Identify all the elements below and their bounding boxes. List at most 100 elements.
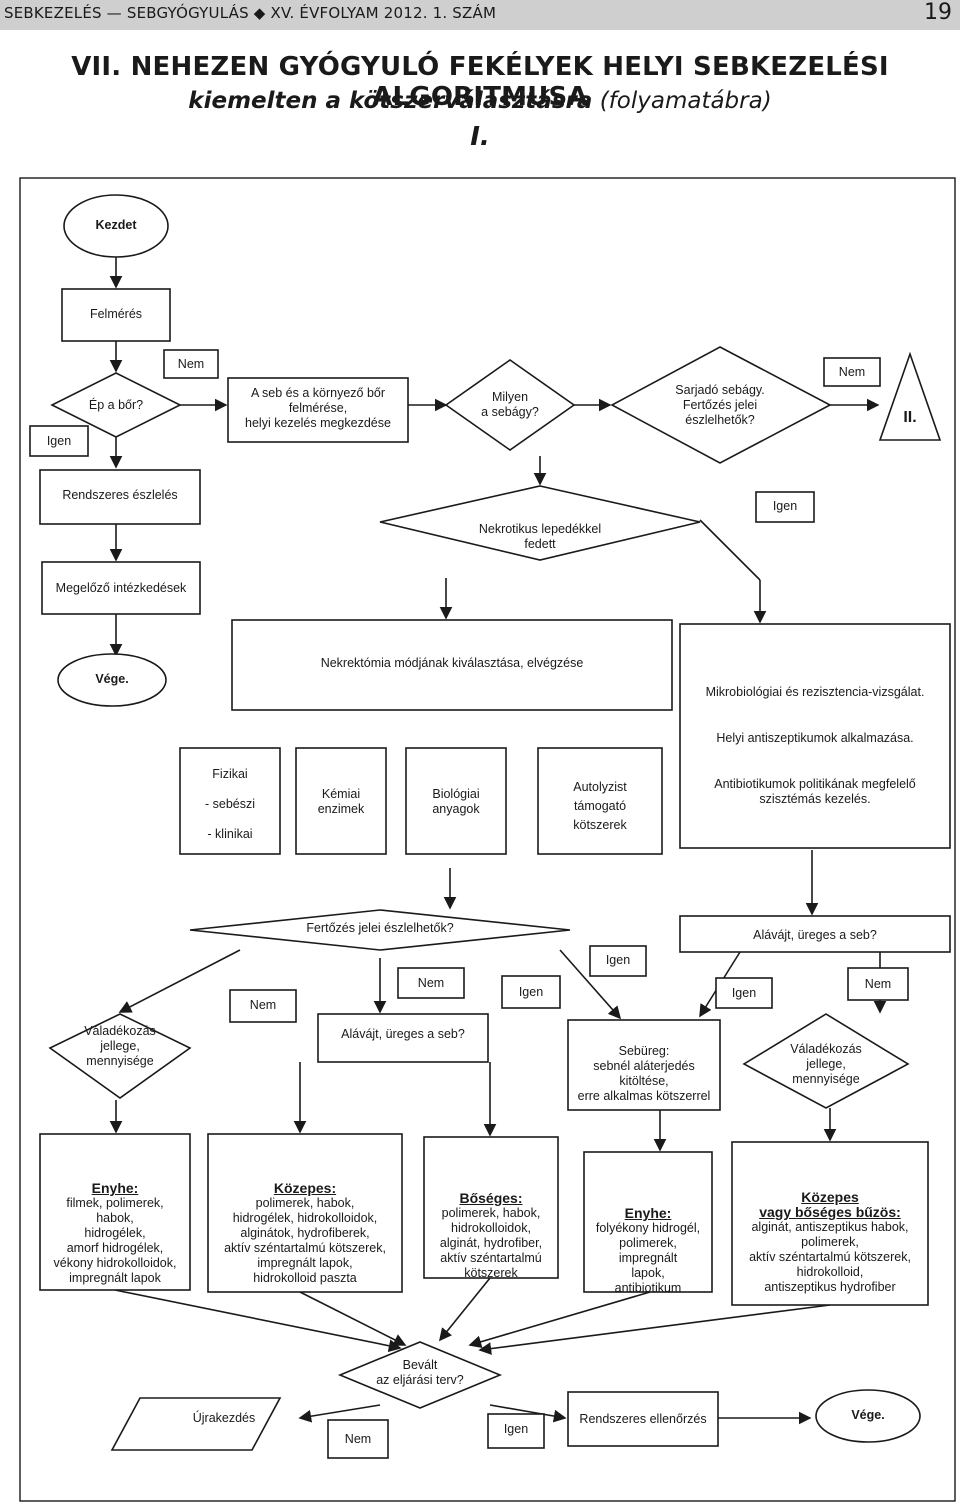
mild-infected-dressing-box: [583, 1151, 713, 1293]
yes-necrotic-label-box: [755, 491, 815, 523]
physical-method-label: Fizikai - sebészi - klinikai: [204, 767, 256, 841]
surrounding-skin-label: A seb és a környező bőr felmérése, helyi…: [245, 386, 391, 430]
running-title: SEBKEZELÉS — SEBGYÓGYULÁS ◆ XV. ÉVFOLYAM…: [4, 4, 497, 22]
no-right-label-box: [823, 357, 881, 387]
assessment-label: Felmérés: [89, 307, 143, 321]
intact-skin-decision: [50, 372, 182, 438]
autolytic-method-box: [537, 747, 663, 855]
start-label: Kezdet: [95, 218, 137, 232]
antiseptics-label: Helyi antiszeptikumok alkalmazása.: [716, 731, 914, 745]
yes-left-label: Igen: [46, 434, 72, 448]
autolytic-method-label: Autolyzist támogató kötszerek: [573, 780, 627, 832]
granulating-decision: [610, 346, 832, 464]
undermined-mid-box: [317, 1013, 489, 1063]
no-bottom-label-box: [327, 1419, 389, 1459]
restart-label: Újrakezdés: [192, 1411, 256, 1425]
microbiology-label: Mikrobiológiai és rezisztencia-vizsgálat…: [705, 685, 925, 699]
mild-infected-dressing-list: folyékony hidrogél, polimerek, impregnál…: [595, 1221, 701, 1295]
end-label-bottom: Vége.: [851, 1408, 885, 1422]
mild-infected-dressing-heading: Enyhe:: [624, 1205, 672, 1221]
chemical-method-box: [295, 747, 387, 855]
undermined-right-box: [679, 915, 951, 953]
start-node: [63, 194, 169, 258]
foul-dressing-text: Közepes vagy bőséges bűzös:alginát, anti…: [732, 1175, 928, 1295]
yes-left-label-box: [29, 425, 89, 457]
infection-question-label: Fertőzés jelei észlelhetők?: [306, 921, 454, 935]
exudate-left-decision: [48, 1013, 192, 1099]
necrectomy-label: Nekrektómia módjának kiválasztása, elvég…: [320, 656, 584, 670]
granulating-label: Sarjadó sebágy. Fertőzés jelei észlelhet…: [675, 383, 765, 427]
foul-dressing-heading: Közepes vagy bőséges bűzös:: [759, 1189, 901, 1220]
mild-dressing-box: [39, 1133, 191, 1291]
page-number: 19: [924, 0, 952, 25]
edge-labels: [29, 349, 909, 1459]
moderate-dressing-heading: Közepes:: [273, 1180, 337, 1196]
undermined-right-label: Alávájt, üreges a seb?: [753, 928, 877, 942]
exudate-right-decision: [742, 1013, 910, 1109]
heavy-dressing-text: Bőséges:polimerek, habok, hidrokolloidok…: [424, 1176, 558, 1281]
infection-decision: [189, 909, 571, 951]
wound-type-decision: [444, 359, 576, 451]
no-top-label-box: [163, 349, 219, 379]
mild-dressing-list: filmek, polimerek, habok, hidrogélek, am…: [53, 1196, 177, 1285]
biological-method-box: [405, 747, 507, 855]
exudate-left-label: Váladékozás jellege, mennyisége: [84, 1024, 156, 1068]
heavy-dressing-heading: Bőséges:: [459, 1190, 523, 1206]
observation-box: [39, 469, 201, 525]
surrounding-skin-box: [227, 377, 409, 443]
yes-b-label-box: [501, 975, 561, 1009]
end-label-top: Vége.: [95, 672, 129, 686]
heavy-dressing-box: [423, 1136, 559, 1279]
moderate-dressing-box: [207, 1133, 403, 1293]
subtitle-bold: kiemelten a kötszerválasztásra: [188, 88, 593, 114]
restart-box: [110, 1397, 282, 1451]
mild-dressing-heading: Enyhe:: [91, 1180, 139, 1196]
part-number: I.: [470, 122, 490, 152]
moderate-dressing-text: Közepes:polimerek, habok, hidrogélek, hi…: [208, 1166, 402, 1286]
regular-check-box: [567, 1391, 719, 1447]
moderate-dressing-list: polimerek, habok, hidrogélek, hidrokollo…: [224, 1196, 386, 1285]
heavy-dressing-list: polimerek, habok, hidrokolloidok, alginá…: [439, 1206, 543, 1280]
foul-dressing-box: [731, 1141, 929, 1306]
assessment-box: [61, 288, 171, 342]
no-b-label: Nem: [417, 976, 445, 990]
yes-bottom-label: Igen: [503, 1422, 529, 1436]
regular-check-label: Rendszeres ellenőrzés: [579, 1412, 707, 1426]
no-bottom-label: Nem: [344, 1432, 372, 1446]
observation-label: Rendszeres észlelés: [62, 488, 178, 502]
flow-edges: [109, 257, 887, 1425]
no-right-label: Nem: [838, 365, 866, 379]
end-node-bottom: [815, 1389, 921, 1443]
no-c-label-box: [847, 967, 909, 1001]
cavity-label: Sebüreg: sebnél aláterjedés kitöltése, e…: [577, 1044, 711, 1103]
continue-marker-label: II.: [903, 409, 917, 426]
yes-b-label: Igen: [518, 985, 544, 999]
infection-treatment-box: [679, 623, 951, 849]
physical-method-box: [179, 747, 281, 855]
prevention-box: [41, 561, 201, 615]
biological-method-label: Biológiai anyagok: [432, 787, 480, 816]
plan-decision: [337, 1341, 503, 1409]
no-a-label-box: [229, 989, 297, 1023]
exudate-right-label: Váladékozás jellege, mennyisége: [790, 1042, 862, 1086]
yes-c-label: Igen: [731, 986, 757, 1000]
no-b-label-box: [397, 967, 465, 999]
end-node-top: [57, 653, 167, 707]
yes-mid-label-box: [589, 945, 647, 977]
prevention-label: Megelőző intézkedések: [55, 581, 187, 595]
yes-c-label-box: [715, 977, 773, 1009]
chemical-method-label: Kémiai enzimek: [317, 787, 365, 816]
no-top-label: Nem: [177, 357, 205, 371]
yes-mid-label: Igen: [605, 953, 631, 967]
yes-bottom-label-box: [487, 1413, 545, 1449]
subtitle-paren: (folyamatábra): [599, 88, 772, 114]
necrotic-decision: [379, 485, 701, 561]
antibiotics-label: Antibiotikumok politikának megfelelő szi…: [714, 777, 916, 806]
mild-infected-dressing-text: Enyhe:folyékony hidrogél, polimerek, imp…: [584, 1191, 712, 1296]
no-a-label: Nem: [249, 998, 277, 1012]
diagram-frame: [19, 177, 956, 1502]
no-c-label: Nem: [864, 977, 892, 991]
continue-marker-triangle: [878, 351, 942, 441]
necrectomy-box: [231, 619, 673, 711]
